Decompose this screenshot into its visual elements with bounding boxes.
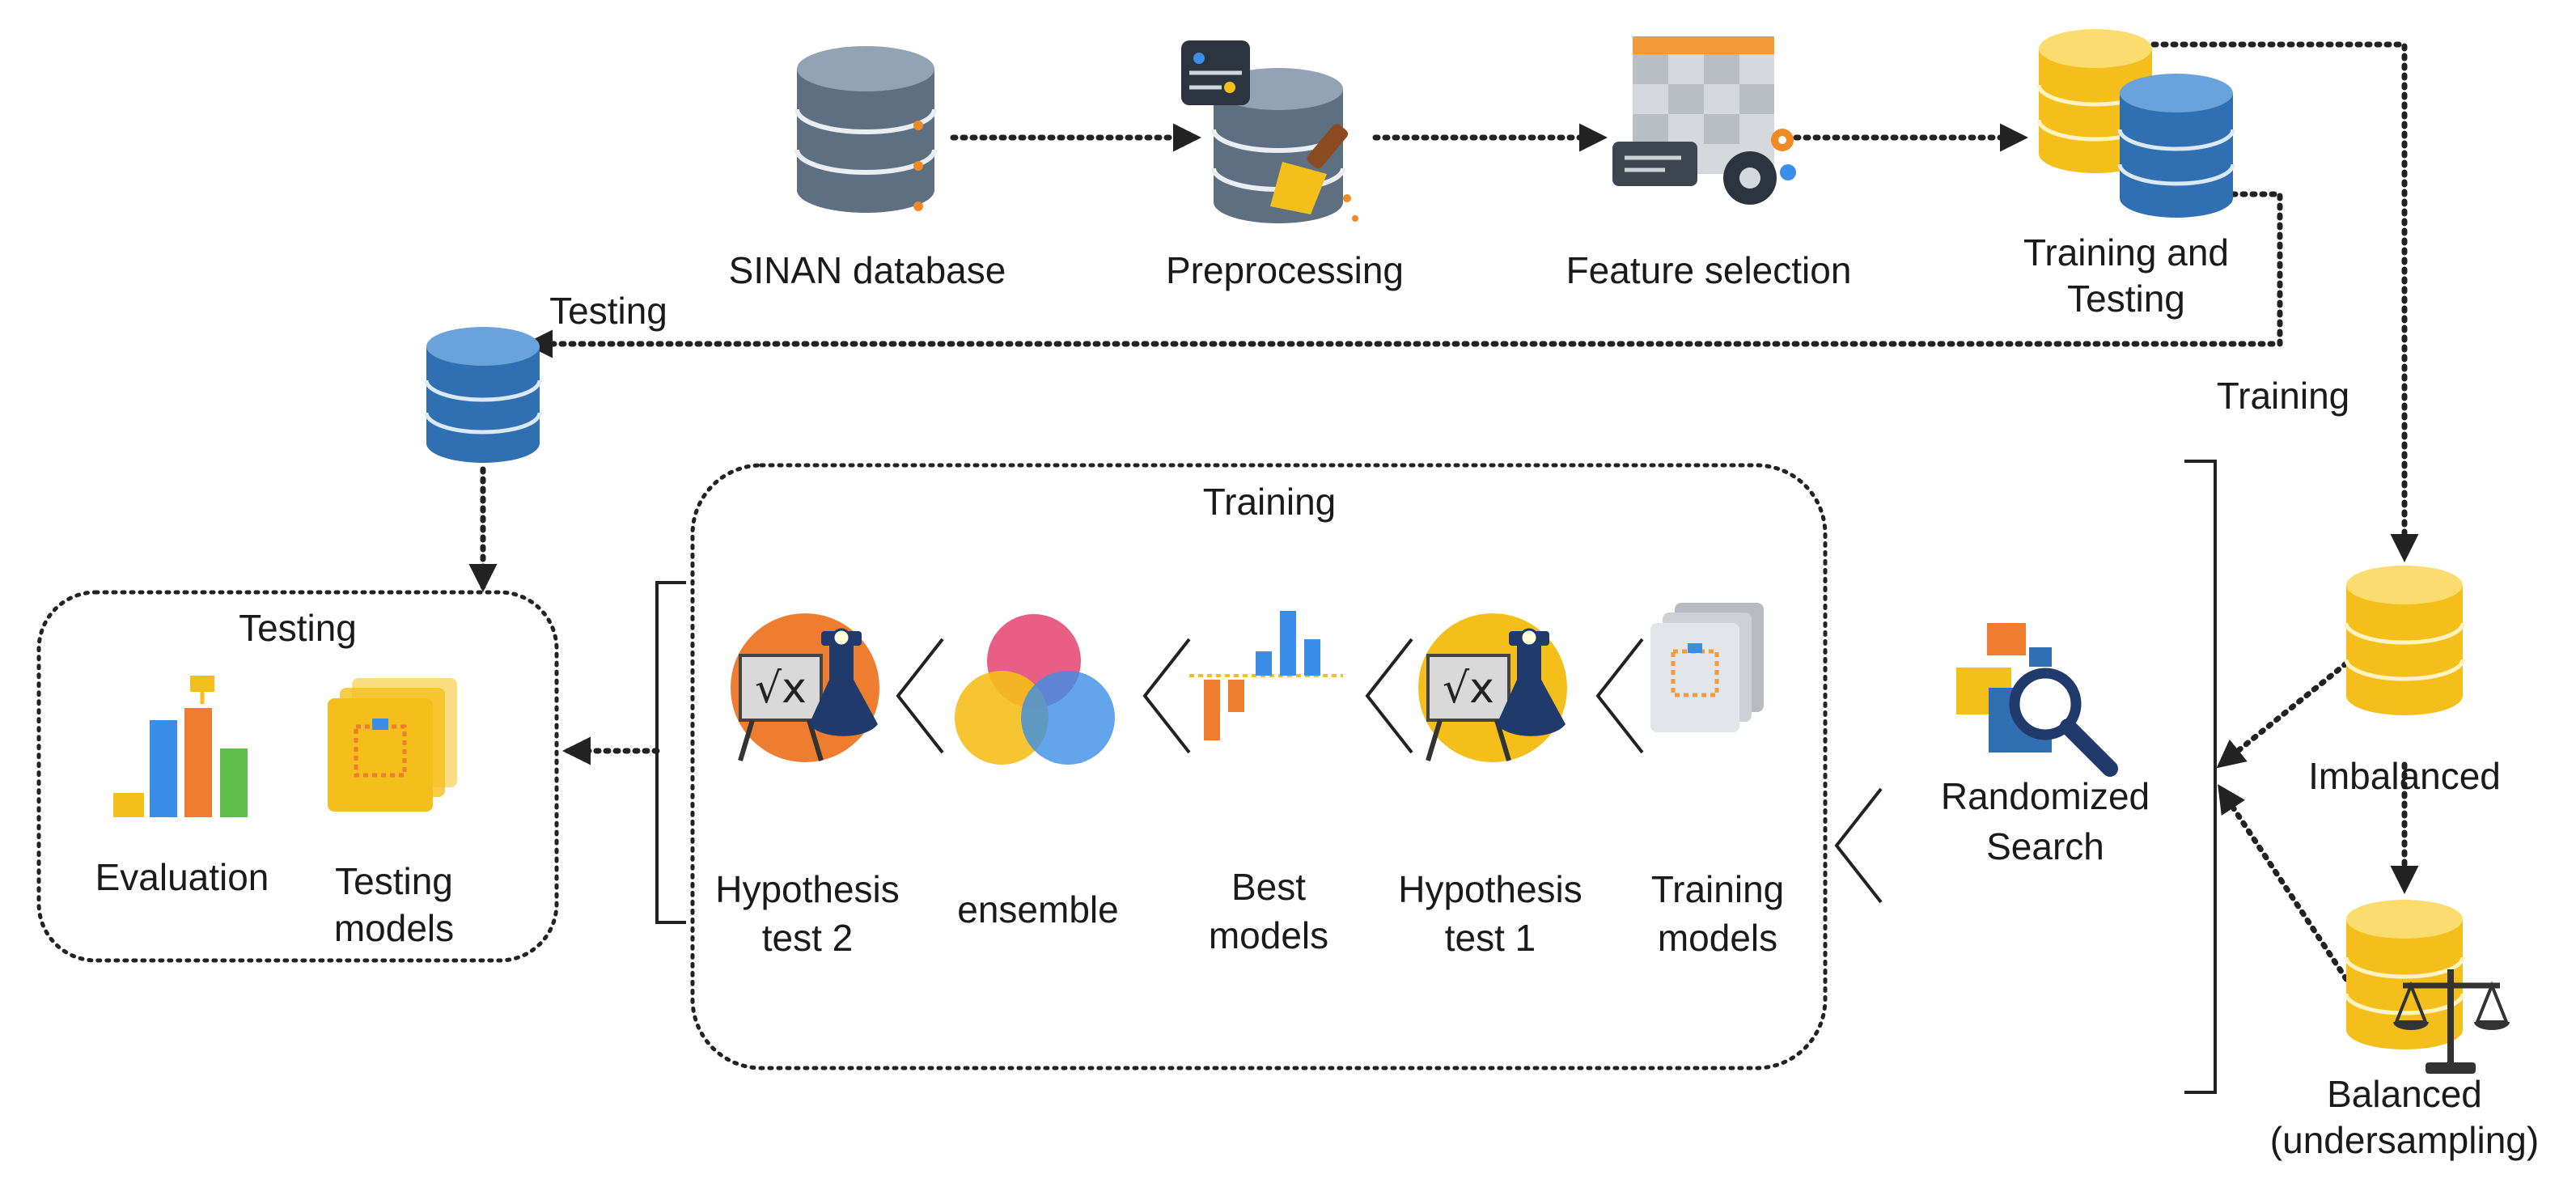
arrow-split-to-imbalanced xyxy=(2141,41,2419,562)
best-models-label-2: models xyxy=(1209,914,1328,956)
hypothesis-test-1-label-1: Hypothesis xyxy=(1398,868,1582,910)
evaluation-chart-icon xyxy=(113,676,248,817)
data-cleaning-icon xyxy=(1181,40,1358,223)
search-icon xyxy=(1956,623,2118,777)
ensemble-label: ensemble xyxy=(957,888,1118,931)
search-input-bracket xyxy=(2184,460,2217,1094)
balanced-label-1: Balanced xyxy=(2327,1073,2482,1115)
training-models-label-2: models xyxy=(1658,917,1777,959)
feature-selection-label: Feature selection xyxy=(1566,249,1852,291)
venn-diagram-icon xyxy=(955,614,1115,765)
evaluation-label: Evaluation xyxy=(95,856,269,898)
balanced-label-2: (undersampling) xyxy=(2270,1119,2539,1161)
database-yellow-icon xyxy=(2344,566,2465,715)
flow-chevrons xyxy=(896,638,1883,904)
testing-group xyxy=(36,590,559,963)
chevron-left-icon xyxy=(1365,638,1413,754)
chevron-left-icon xyxy=(1834,787,1883,904)
preprocessing-label: Preprocessing xyxy=(1166,249,1404,291)
hypothesis-test-2-label-1: Hypothesis xyxy=(715,868,900,910)
randomized-search-label-1: Randomized xyxy=(1941,775,2150,817)
svg-text:√x: √x xyxy=(755,664,807,713)
database-blue-icon xyxy=(424,327,542,463)
testing-edge-label: Testing xyxy=(549,290,667,332)
chevron-left-icon xyxy=(1142,638,1191,754)
train-test-label-1: Training and xyxy=(2023,231,2229,273)
randomized-search-label-2: Search xyxy=(1986,825,2104,867)
testing-models-label-1: Testing xyxy=(335,860,453,902)
training-output-bracket xyxy=(655,581,686,924)
bar-chart-icon xyxy=(1189,611,1343,740)
testing-group-title: Testing xyxy=(239,607,357,649)
imbalanced-label: Imbalanced xyxy=(2308,755,2501,797)
hypothesis-test-icon: √x xyxy=(731,613,879,762)
feature-selection-icon xyxy=(1612,36,1796,205)
svg-text:√x: √x xyxy=(1443,664,1494,713)
connectors xyxy=(468,41,2419,982)
training-edge-label: Training xyxy=(2217,375,2349,417)
chevron-left-icon xyxy=(1595,638,1644,754)
hypothesis-test-2-label-2: test 2 xyxy=(762,917,854,959)
testing-models-label-2: models xyxy=(334,907,454,949)
training-models-label-1: Training xyxy=(1651,868,1784,910)
best-models-label-1: Best xyxy=(1231,866,1306,908)
split-database-icon xyxy=(2036,29,2235,218)
arrow-imbalanced-to-search xyxy=(2216,660,2349,769)
hypothesis-test-icon: √x xyxy=(1418,613,1567,762)
balanced-database-icon xyxy=(2344,900,2510,1074)
model-documents-icon xyxy=(1650,603,1764,732)
chevron-left-icon xyxy=(896,638,944,754)
model-documents-icon xyxy=(328,678,457,812)
sinan-label: SINAN database xyxy=(729,249,1006,291)
training-group-title: Training xyxy=(1203,481,1336,523)
arrow-balanced-to-search xyxy=(2218,784,2349,982)
train-test-label-2: Testing xyxy=(2067,278,2185,320)
training-group xyxy=(690,463,1828,1070)
database-gray-icon xyxy=(794,46,937,213)
hypothesis-test-1-label-2: test 1 xyxy=(1445,917,1536,959)
